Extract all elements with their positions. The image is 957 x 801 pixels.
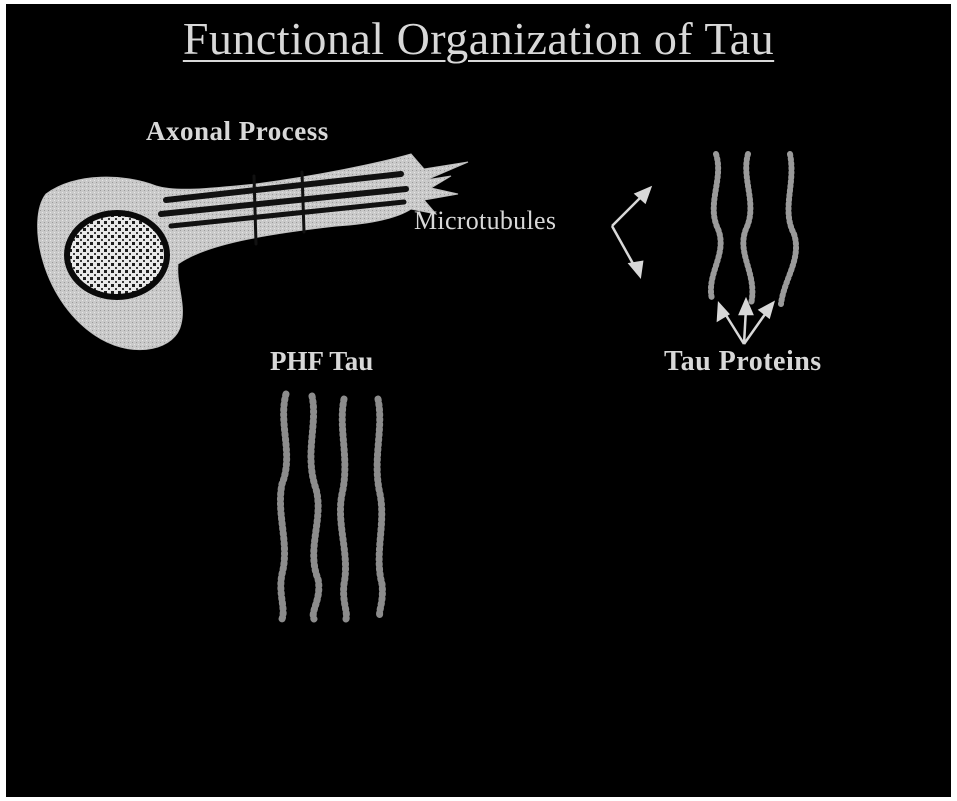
tau-proteins-arrows <box>718 300 773 344</box>
phf-tau-label: PHF Tau <box>270 346 373 377</box>
microtubules-arrows <box>612 188 650 276</box>
slide-title: Functional Organization of Tau <box>6 12 951 65</box>
axonal-process-label: Axonal Process <box>146 116 329 147</box>
slide: Functional Organization of Tau Axonal Pr… <box>6 4 951 797</box>
phf-tau-filaments <box>280 394 382 619</box>
microtubule-strands <box>711 154 796 304</box>
microtubules-label: Microtubules <box>414 206 556 236</box>
nucleus <box>67 213 167 297</box>
neuron-cell <box>38 154 468 350</box>
tau-proteins-label: Tau Proteins <box>664 346 822 378</box>
